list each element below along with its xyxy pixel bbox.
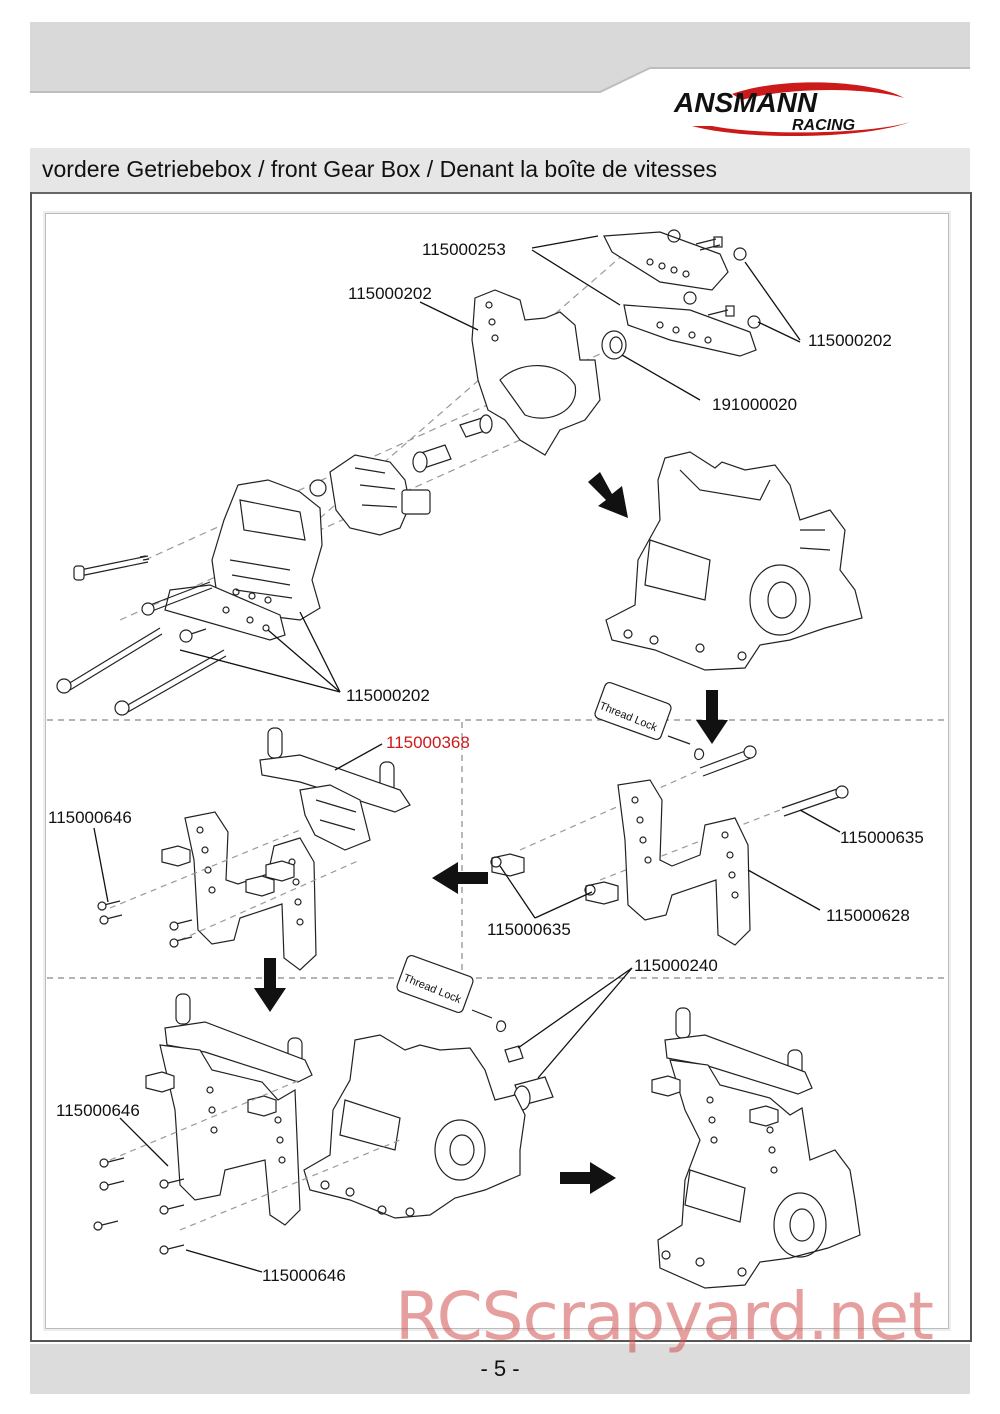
- step2-shock-tower-parts: [490, 681, 849, 946]
- direction-arrows: [254, 472, 728, 1194]
- part-label-rear-housing: 115000202: [348, 284, 432, 303]
- page-number: - 5 -: [480, 1356, 520, 1381]
- footer-band: [30, 1344, 970, 1394]
- watermark: RCScrapyard.net: [395, 1278, 934, 1355]
- part-label-nuts: 115000202: [808, 331, 892, 350]
- step1-exploded-gearbox: [56, 229, 761, 716]
- brand-sub: RACING: [792, 117, 855, 134]
- part-label-long-screws: 115000635: [840, 828, 924, 847]
- part-label-tower-screws: 115000646: [48, 808, 132, 827]
- section-title-bar: vordere Getriebebox / front Gear Box / D…: [30, 148, 970, 194]
- part-label-step3-screws-lower: 115000646: [262, 1266, 346, 1285]
- step3-combine: [93, 954, 554, 1255]
- step2-shock-tower-assembled: [97, 727, 411, 971]
- part-label-front-housing: 115000202: [346, 686, 430, 705]
- content-frame: [30, 192, 972, 1342]
- leader-lines: [93, 235, 841, 1273]
- diagram-panel: [45, 213, 949, 1329]
- brand-name: ANSMANN: [673, 87, 818, 118]
- step1-assembled-gearbox: [605, 451, 863, 671]
- final-assembly: [651, 1007, 861, 1289]
- part-label-body-mount: 115000368: [386, 733, 470, 752]
- step-dividers: [47, 719, 945, 979]
- part-label-setscrew-bushing: 115000240: [634, 956, 718, 975]
- part-label-step3-screws: 115000646: [56, 1101, 140, 1120]
- part-label-bearing: 191000020: [712, 395, 798, 414]
- page-title: vordere Getriebebox / front Gear Box / D…: [42, 156, 718, 182]
- part-label-ball-studs: 115000635: [487, 920, 571, 939]
- brand-logo: ANSMANN RACING: [673, 82, 910, 137]
- part-label-brace-plates: 115000253: [422, 240, 506, 259]
- part-label-shock-tower: 115000628: [826, 906, 910, 925]
